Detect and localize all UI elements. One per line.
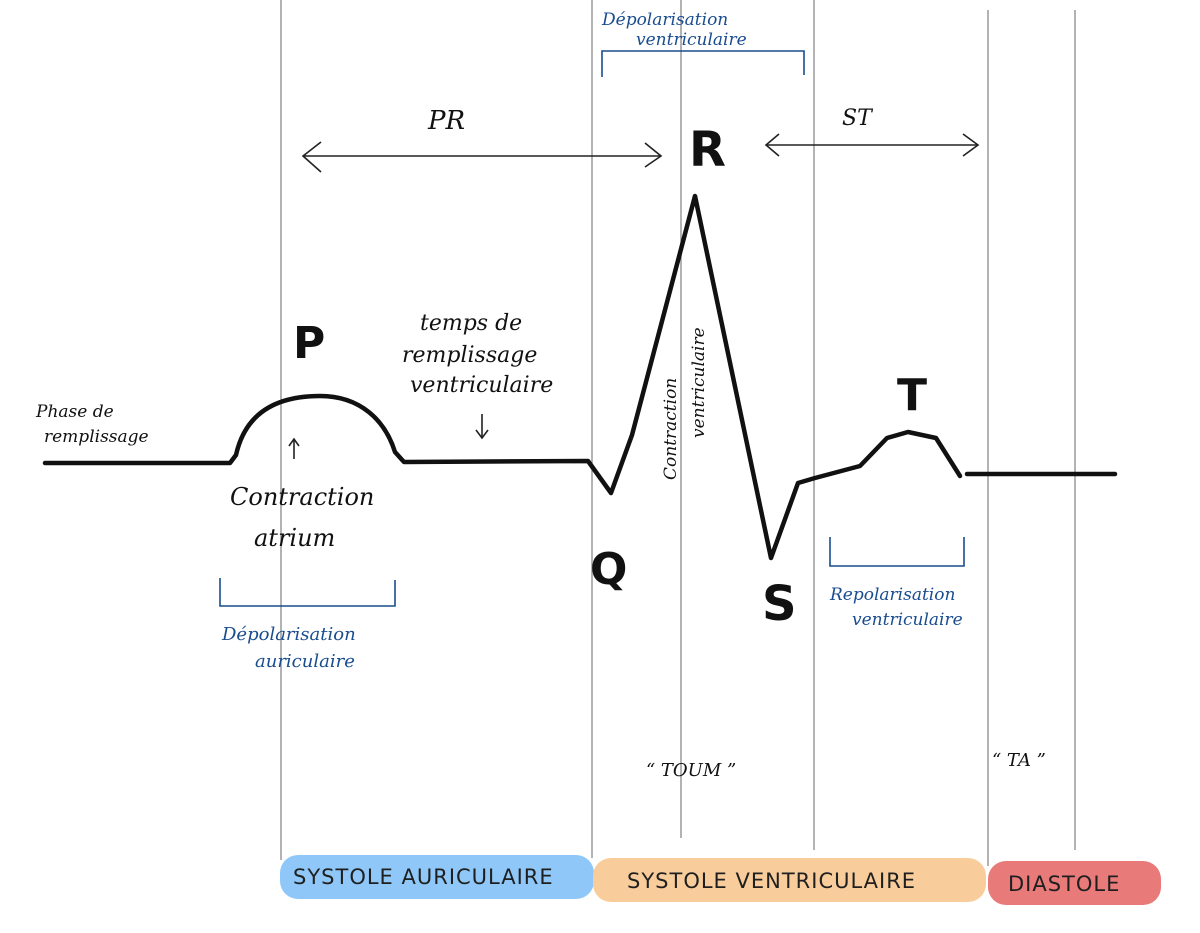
repol-ventriculaire-bracket xyxy=(829,537,965,567)
systole-ventriculaire-label: SYSTOLE VENTRICULAIRE xyxy=(627,869,916,893)
r-wave-label: R xyxy=(689,122,726,178)
st-segment-arrow xyxy=(764,133,980,157)
s-wave-label: S xyxy=(762,576,797,632)
repol-ventriculaire-line1: Repolarisation xyxy=(829,585,955,605)
ecg-trace xyxy=(42,193,963,561)
repol-ventriculaire-line2: ventriculaire xyxy=(852,610,963,630)
temps-remplissage-line3: ventriculaire xyxy=(410,373,553,398)
p-wave-label: P xyxy=(293,318,325,369)
temps-remplissage-line2: remplissage xyxy=(402,343,537,368)
contraction-atrium-line1: Contraction xyxy=(230,483,374,511)
depol-ventriculaire-line2: ventriculaire xyxy=(636,30,747,50)
depol-auriculaire-line2: auriculaire xyxy=(255,651,355,672)
up-arrow-icon xyxy=(288,437,300,459)
depol-ventriculaire-line1: Dépolarisation xyxy=(601,10,728,30)
t-wave-label: T xyxy=(897,370,927,421)
st-label: ST xyxy=(842,106,874,131)
depol-auriculaire-bracket xyxy=(219,578,396,607)
phase-remplissage-line1: Phase de xyxy=(35,402,114,422)
contraction-atrium-line2: atrium xyxy=(254,524,335,552)
contraction-ventriculaire-line2: ventriculaire xyxy=(689,327,709,438)
systole-auriculaire-bar xyxy=(280,855,594,899)
pr-label: PR xyxy=(427,106,465,136)
depol-ventriculaire-bracket xyxy=(601,50,805,77)
systole-ventriculaire-bar xyxy=(593,858,986,902)
q-wave-label: Q xyxy=(590,544,627,595)
depol-auriculaire-line1: Dépolarisation xyxy=(221,624,356,645)
toum-sound-label: “ TOUM ” xyxy=(646,760,736,781)
down-arrow-icon xyxy=(475,414,489,440)
diastole-bar xyxy=(988,861,1161,905)
ta-sound-label: “ TA ” xyxy=(992,750,1046,771)
pr-interval-arrow xyxy=(301,141,663,173)
diastole-label: DIASTOLE xyxy=(1008,872,1120,896)
systole-auriculaire-label: SYSTOLE AURICULAIRE xyxy=(293,865,554,889)
contraction-ventriculaire-line1: Contraction xyxy=(661,378,681,480)
phase-remplissage-line2: remplissage xyxy=(44,427,149,447)
temps-remplissage-line1: temps de xyxy=(420,311,522,336)
